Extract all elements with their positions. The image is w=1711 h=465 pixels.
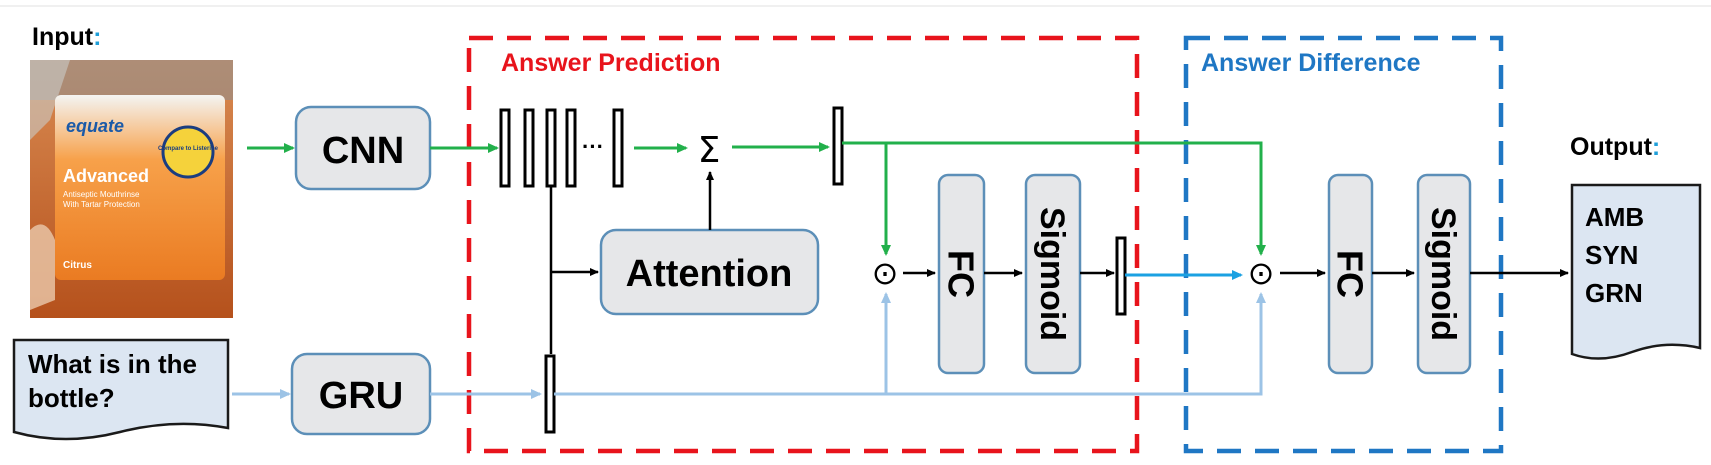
product-symbol-2: ⊙: [1248, 254, 1275, 292]
gru-block: GRU: [290, 352, 432, 436]
attention-label: Attention: [626, 253, 793, 295]
fc1-label: FC: [941, 250, 982, 298]
arrow-vector-to-product2: [842, 141, 1266, 256]
gru-label: GRU: [319, 375, 403, 417]
photo-line2-text: With Tartar Protection: [63, 200, 140, 209]
photo-product-text: Advanced: [63, 166, 149, 186]
question-line2: bottle?: [28, 383, 115, 413]
question-document: What is in the bottle?: [12, 338, 230, 441]
sigmoid2-block: Sigmoid: [1416, 173, 1472, 375]
fc2-block: FC: [1327, 173, 1374, 375]
answer-prediction-title: Answer Prediction: [501, 49, 721, 77]
photo-seal-text: Compare to Listerine: [158, 146, 219, 152]
ellipsis-symbol: ···: [582, 134, 604, 159]
output-label: Output:: [1570, 133, 1660, 161]
feature-bar: [499, 108, 511, 188]
sum-symbol: Σ: [698, 130, 721, 171]
cnn-label: CNN: [322, 130, 404, 172]
input-image: equate Compare to Listerine Advanced Ant…: [30, 60, 233, 318]
feature-bar: [523, 108, 535, 188]
sigmoid1-block: Sigmoid: [1024, 173, 1082, 375]
prediction-output-bar: [1115, 236, 1127, 316]
fc2-label: FC: [1330, 250, 1371, 298]
cnn-block: CNN: [294, 105, 432, 191]
answer-prediction-region: [466, 35, 1140, 454]
product-symbol-1: ⊙: [872, 254, 899, 292]
feature-bar: [545, 108, 557, 188]
answer-difference-region: [1183, 35, 1504, 454]
photo-flavor-text: Citrus: [63, 260, 92, 271]
output-item: AMB: [1585, 202, 1644, 232]
output-item: GRN: [1585, 278, 1643, 308]
sigmoid2-label: Sigmoid: [1424, 207, 1462, 341]
feature-bar: [612, 108, 624, 188]
photo-seal: [161, 125, 215, 179]
arrow-qbar-to-product2: [554, 292, 1266, 396]
question-feature-bar: [544, 354, 556, 434]
output-document: AMB SYN GRN: [1570, 183, 1702, 360]
photo-line1-text: Antiseptic Mouthrinse: [63, 190, 140, 199]
output-item: SYN: [1585, 240, 1638, 270]
answer-difference-title: Answer Difference: [1201, 49, 1421, 77]
attended-vector-bar: [832, 106, 844, 186]
question-line1: What is in the: [28, 349, 197, 379]
input-label: Input:: [32, 23, 101, 51]
attention-block: Attention: [599, 228, 820, 316]
feature-bar: [565, 108, 577, 188]
sigmoid1-label: Sigmoid: [1033, 207, 1071, 341]
photo-brand-text: equate: [66, 116, 124, 136]
fc1-block: FC: [937, 173, 986, 375]
